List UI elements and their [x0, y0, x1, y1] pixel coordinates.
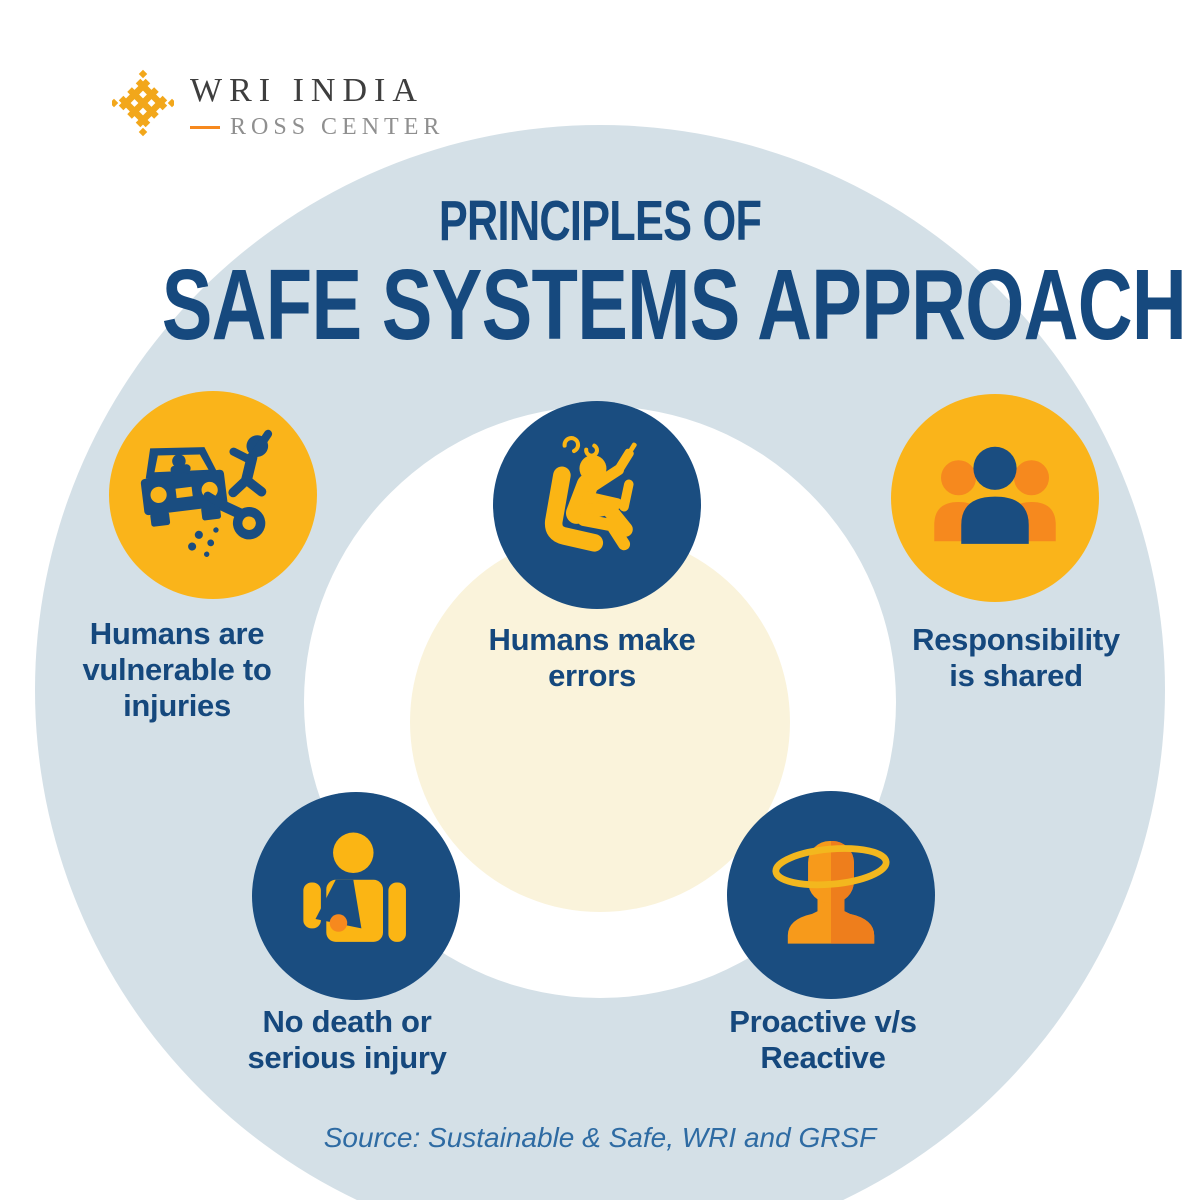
principle-badge-vulnerable [109, 391, 317, 599]
principle-label-responsibility: Responsibility is shared [912, 622, 1120, 693]
source-credit: Source: Sustainable & Safe, WRI and GRSF [323, 1122, 877, 1153]
injured-arm-sling-icon [303, 832, 406, 942]
car-crash-icon [140, 429, 273, 557]
principle-label-errors: Humans make errors [488, 622, 696, 693]
principle-badge-no-death [252, 792, 460, 1000]
principle-label-proactive: Proactive v/s Reactive [729, 1004, 917, 1075]
shared-people-icon [934, 446, 1056, 544]
logo-sub-name: ROSS CENTER [230, 114, 445, 140]
page-title: PRINCIPLES OF SAFE SYSTEMS APPROACH [0, 189, 1200, 361]
title-main: SAFE SYSTEMS APPROACH [161, 248, 1187, 361]
logo-org-name: WRI INDIA [190, 72, 424, 109]
principle-badge-responsibility [891, 394, 1099, 602]
wri-india-logo: WRI INDIA ROSS CENTER [112, 68, 444, 139]
principle-label-no-death: No death or serious injury [247, 1004, 447, 1075]
logo-text: WRI INDIA ROSS CENTER [190, 68, 444, 139]
drunk-driver-icon [544, 436, 637, 552]
dizzy-head-icon [772, 841, 890, 944]
principle-badge-errors [493, 401, 701, 609]
title-kicker: PRINCIPLES OF [438, 189, 762, 253]
logo-dash [190, 125, 220, 129]
wri-weave-logo-icon [112, 69, 174, 137]
principle-label-vulnerable: Humans are vulnerable to injuries [82, 616, 272, 723]
principle-badge-proactive [727, 791, 935, 999]
